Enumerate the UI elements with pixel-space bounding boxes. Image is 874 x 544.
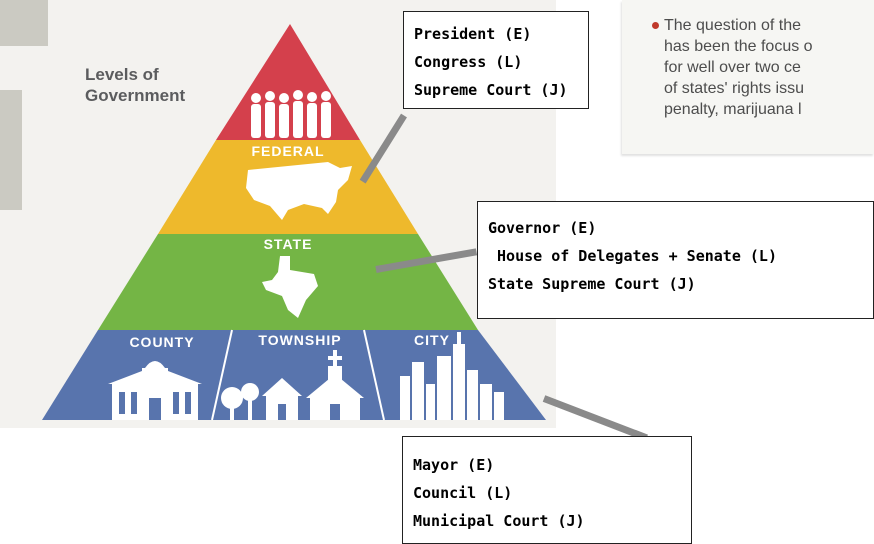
- texas-map-icon: [262, 256, 318, 318]
- courthouse-icon: [108, 361, 202, 420]
- township-icon: [221, 350, 364, 420]
- tape-strip-left: [0, 90, 22, 210]
- township-label: TOWNSHIP: [258, 332, 342, 348]
- bullet-icon: [652, 22, 659, 29]
- federal-label: FEDERAL: [251, 143, 325, 159]
- state-label: STATE: [263, 236, 313, 252]
- usa-map-icon: [246, 162, 352, 220]
- local-callout: Mayor (E) Council (L) Municipal Court (J…: [402, 436, 692, 544]
- federal-callout: President (E) Congress (L) Supreme Court…: [403, 11, 589, 109]
- city-skyline-icon: [400, 332, 504, 420]
- city-label: CITY: [414, 332, 450, 348]
- snippet-text: The question of the has been the focus o…: [664, 17, 813, 118]
- government-pyramid: [42, 24, 546, 421]
- textbook-snippet: The question of the has been the focus o…: [622, 0, 874, 154]
- state-callout: Governor (E) House of Delegates + Senate…: [477, 201, 874, 319]
- local-connector: [542, 395, 648, 442]
- diagram-title: Levels of Government: [85, 65, 186, 105]
- county-label: COUNTY: [129, 334, 195, 350]
- tape-strip-top: [0, 0, 48, 46]
- people-icon: [251, 90, 331, 138]
